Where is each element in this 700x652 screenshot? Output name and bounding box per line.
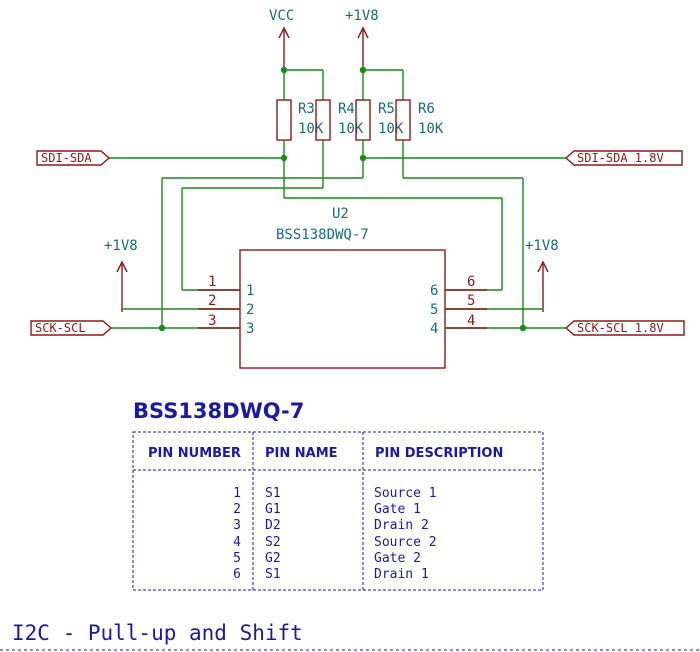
table-row-3-name: D2 (265, 518, 281, 533)
vcc-power-symbol: VCC (269, 8, 294, 70)
ic-u2: U2 BSS138DWQ-7 1 2 3 1 2 3 6 5 4 6 5 4 (198, 206, 487, 369)
port-sck-scl-label: SCK-SCL (35, 321, 86, 335)
ic-pin-3: 3 (246, 321, 254, 337)
ic-pin-6: 6 (430, 283, 438, 299)
table-row-3-desc: Drain 2 (374, 518, 429, 533)
ic-wire-num-5: 5 (467, 293, 475, 309)
table-row-2-num: 2 (233, 502, 241, 517)
resistor-r3-value: 10K (298, 121, 324, 137)
pin-table-title: BSS138DWQ-7 (133, 399, 304, 423)
ic-wire-num-6: 6 (467, 274, 475, 290)
port-sck-scl-1v8-label: SCK-SCL_1.8V (577, 321, 664, 335)
port-sdi-sda-1v8-label: SDI-SDA_1.8V (577, 151, 664, 165)
resistor-r4-ref: R4 (338, 101, 355, 117)
vcc-label: VCC (269, 8, 294, 24)
table-row-3-num: 3 (233, 518, 241, 533)
table-row-6-num: 6 (233, 567, 241, 582)
v1v8-right-power-symbol: +1V8 (525, 238, 559, 312)
resistor-r6-ref: R6 (418, 101, 435, 117)
table-row-5-name: G2 (265, 551, 281, 566)
resistor-r5-ref: R5 (378, 101, 395, 117)
ic-pin-5: 5 (430, 302, 438, 318)
v1v8-left-power-symbol: +1V8 (104, 238, 138, 312)
table-row-6-name: S1 (265, 567, 281, 582)
table-row-5-desc: Gate 2 (374, 551, 421, 566)
resistor-r6: R6 10K (395, 99, 444, 141)
port-sdi-sda-1v8: SDI-SDA_1.8V (564, 150, 683, 166)
v1v8-top-power-symbol: +1V8 (345, 8, 379, 70)
ic-wire-num-3: 3 (208, 313, 216, 329)
ic-wire-num-2: 2 (208, 293, 216, 309)
port-sck-scl: SCK-SCL (30, 320, 113, 336)
table-row-4-name: S2 (265, 535, 281, 550)
port-sck-scl-1v8: SCK-SCL_1.8V (564, 320, 685, 336)
top-rail-wires (280, 66, 404, 100)
table-row-4-desc: Source 2 (374, 535, 437, 550)
v1v8-top-label: +1V8 (345, 8, 379, 24)
resistor-r3: R3 10K (276, 99, 324, 141)
table-row-2-name: G1 (265, 502, 281, 517)
port-sdi-sda-label: SDI-SDA (41, 151, 92, 165)
ic-ref: U2 (332, 206, 349, 222)
resistor-r6-value: 10K (418, 121, 444, 137)
table-row-2-desc: Gate 1 (374, 502, 421, 517)
ic-pin-2: 2 (246, 302, 254, 318)
table-row-4-num: 4 (233, 535, 241, 550)
table-row-1-desc: Source 1 (374, 486, 437, 501)
pin-table-header-name: PIN NAME (265, 446, 338, 461)
pin-table: BSS138DWQ-7 PIN NUMBER PIN NAME PIN DESC… (132, 399, 544, 591)
pin-table-header-description: PIN DESCRIPTION (375, 446, 503, 461)
resistor-r3-ref: R3 (298, 101, 315, 117)
section-footer: I2C - Pull-up and Shift (0, 621, 700, 651)
v1v8-right-label: +1V8 (525, 238, 559, 254)
section-title: I2C - Pull-up and Shift (12, 621, 303, 645)
table-row-1-num: 1 (233, 486, 241, 501)
resistor-r5-value: 10K (378, 121, 404, 137)
pin-table-header-number: PIN NUMBER (148, 446, 241, 461)
port-sdi-sda: SDI-SDA (36, 150, 111, 166)
ic-wire-num-1: 1 (208, 274, 216, 290)
ic-pin-1: 1 (246, 283, 254, 299)
table-row-1-name: S1 (265, 486, 281, 501)
ic-pin-4: 4 (430, 321, 438, 337)
ic-part: BSS138DWQ-7 (276, 227, 369, 243)
v1v8-left-label: +1V8 (104, 238, 138, 254)
table-row-6-desc: Drain 1 (374, 567, 429, 582)
ic-wire-num-4: 4 (467, 313, 475, 329)
resistor-r4-value: 10K (338, 121, 364, 137)
table-row-5-num: 5 (233, 551, 241, 566)
resistor-r5: R5 10K (355, 99, 404, 141)
